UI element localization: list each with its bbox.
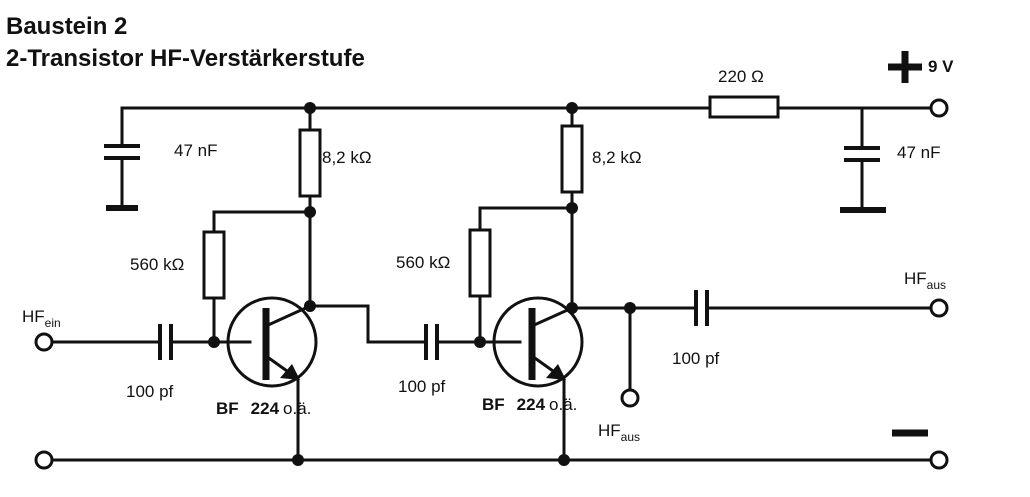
hf-out-right-label: HFaus: [904, 269, 946, 292]
resistor-collector-1-label: 8,2 kΩ: [322, 148, 372, 167]
capacitor-output-label: 100 pf: [672, 349, 720, 368]
hf-out-bottom-label: HFaus: [598, 421, 640, 444]
plus-icon: [888, 51, 922, 83]
resistor-base-1-label: 560 kΩ: [130, 255, 184, 274]
capacitor-input-label: 100 pf: [126, 382, 174, 401]
supply-voltage-label: 9 V: [928, 57, 954, 76]
junction-dots: [208, 102, 636, 466]
title-line-2: 2-Transistor HF-Verstärkerstufe: [6, 45, 365, 72]
resistor-base-2: 560 kΩ: [396, 206, 574, 344]
resistor-base-2-label: 560 kΩ: [396, 253, 450, 272]
capacitor-47nf-right-label: 47 nF: [897, 143, 940, 162]
resistor-220-label: 220 Ω: [718, 67, 764, 86]
hf-in-label: HFein: [22, 307, 61, 330]
input-section: HFein 100 pf: [22, 307, 252, 401]
ground-left-terminal[interactable]: [34, 450, 54, 470]
capacitor-47nf-right: 47 nF: [840, 106, 940, 213]
title-line-1: Baustein 2: [6, 13, 127, 40]
resistor-base-1: 560 kΩ: [130, 210, 312, 344]
supply-terminal: 9 V: [888, 51, 954, 118]
output-section: 100 pf HFaus HFaus: [570, 269, 949, 444]
capacitor-47nf-left: 47 nF: [104, 106, 217, 211]
capacitor-mid-label: 100 pf: [398, 377, 446, 396]
ground-right-terminal[interactable]: [929, 450, 949, 470]
hf-in-terminal[interactable]: [34, 332, 54, 352]
hf-out-right-terminal[interactable]: [929, 298, 949, 318]
hf-out-bottom-terminal[interactable]: [620, 388, 640, 408]
interstage-coupling: 100 pf: [308, 304, 522, 396]
supply-terminal-circle: [929, 98, 949, 118]
resistor-220-ohm: 220 Ω: [708, 67, 780, 119]
ground-rail: [34, 429, 949, 470]
resistor-collector-2-label: 8,2 kΩ: [592, 148, 642, 167]
capacitor-47nf-left-label: 47 nF: [174, 141, 217, 160]
